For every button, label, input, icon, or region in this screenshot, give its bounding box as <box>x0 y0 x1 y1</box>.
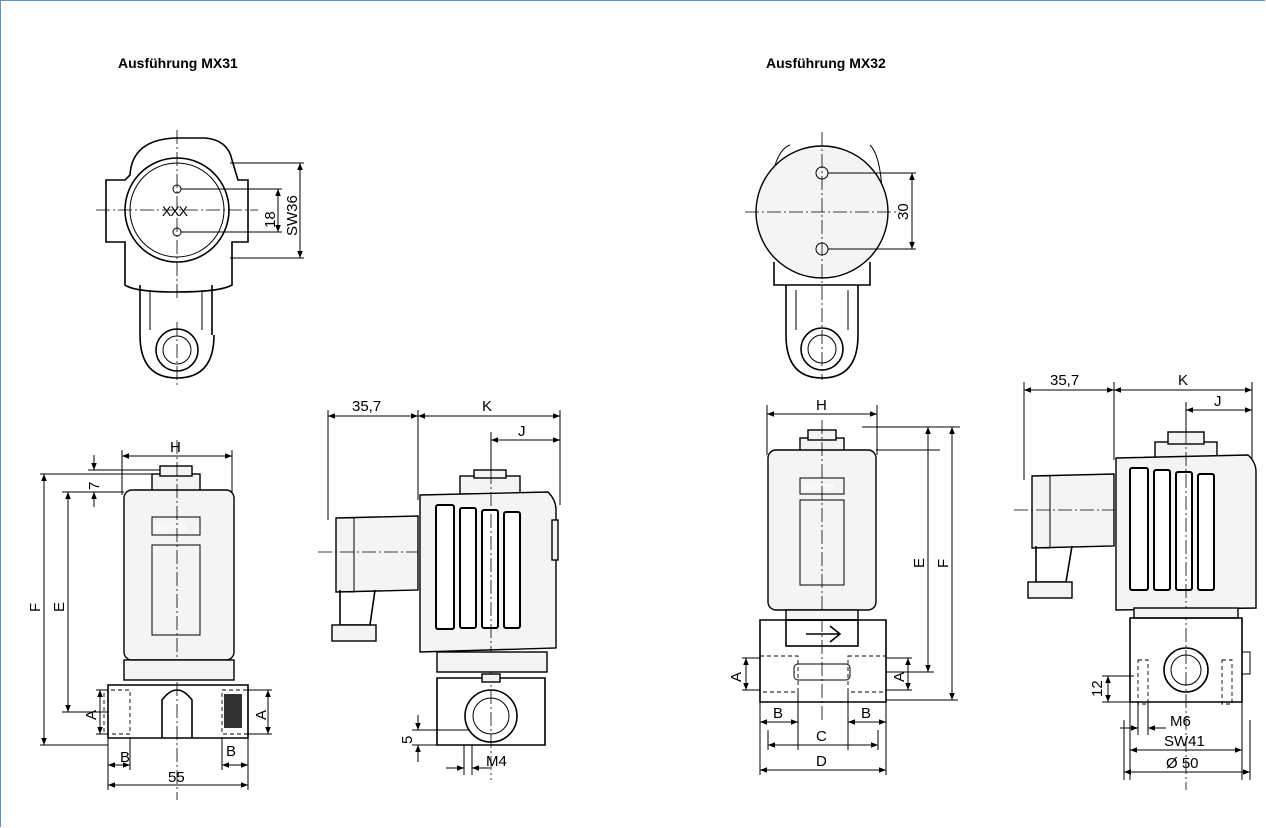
mx31-side-m4: M4 <box>486 753 507 770</box>
mx31-side-j: J <box>518 423 526 440</box>
mx31-top-marks: XXX <box>162 203 189 219</box>
mx32-front-d: D <box>816 753 827 770</box>
mx32-front-a-left: A <box>728 672 745 682</box>
mx31-dim-sw36: SW36 <box>284 195 301 236</box>
mx32-front-f: F <box>935 559 952 568</box>
mx31-front-7: 7 <box>86 482 103 490</box>
mx31-front-b-left: B <box>120 749 130 766</box>
mx31-front-f: F <box>27 603 44 612</box>
mx31-side-5: 5 <box>399 736 416 744</box>
mx32-front-b-right: B <box>861 705 871 722</box>
mx32-top-view: 30 <box>745 132 916 380</box>
mx32-side-d50: Ø 50 <box>1166 755 1199 772</box>
mx31-front-e: E <box>51 602 68 612</box>
mx31-front-55: 55 <box>168 769 185 786</box>
mx32-side-357: 35,7 <box>1050 372 1079 389</box>
mx32-side-k: K <box>1178 372 1188 389</box>
mx31-side-357: 35,7 <box>352 398 381 415</box>
title-mx32: Ausführung MX32 <box>766 55 886 71</box>
mx32-front-h: H <box>816 397 827 414</box>
mx32-side-sw41: SW41 <box>1164 733 1205 750</box>
mx31-top-view: XXX 18 SW36 <box>96 130 304 385</box>
mx31-front-view: H bürkert 7 F E A <box>27 439 272 800</box>
mx32-side-view: 35,7 K J 12 M6 <box>1014 372 1257 790</box>
mx31-front-a-right: A <box>253 710 270 720</box>
mx32-side-12: 12 <box>1089 680 1106 697</box>
mx31-side-k: K <box>482 398 492 415</box>
mx31-dim-18: 18 <box>262 211 279 228</box>
mx32-side-m6: M6 <box>1170 713 1191 730</box>
mx31-front-a-left: A <box>83 710 100 720</box>
mx31-front-h: H <box>170 439 181 456</box>
mx32-brand: bürkert <box>803 482 834 493</box>
mx31-side-view: 35,7 K J 5 <box>318 398 561 780</box>
mx32-front-b-left: B <box>773 705 783 722</box>
mx32-front-a-right: A <box>891 672 908 682</box>
mx31-brand: bürkert <box>155 523 186 534</box>
mx32-front-e: E <box>911 558 928 568</box>
mx32-front-view: H bürkert E F A A <box>728 397 960 775</box>
mx31-front-b-right: B <box>226 743 236 760</box>
mx32-top-30: 30 <box>895 203 912 220</box>
title-mx31: Ausführung MX31 <box>118 55 238 71</box>
mx32-front-c: C <box>816 728 827 745</box>
mx32-side-j: J <box>1214 393 1222 410</box>
